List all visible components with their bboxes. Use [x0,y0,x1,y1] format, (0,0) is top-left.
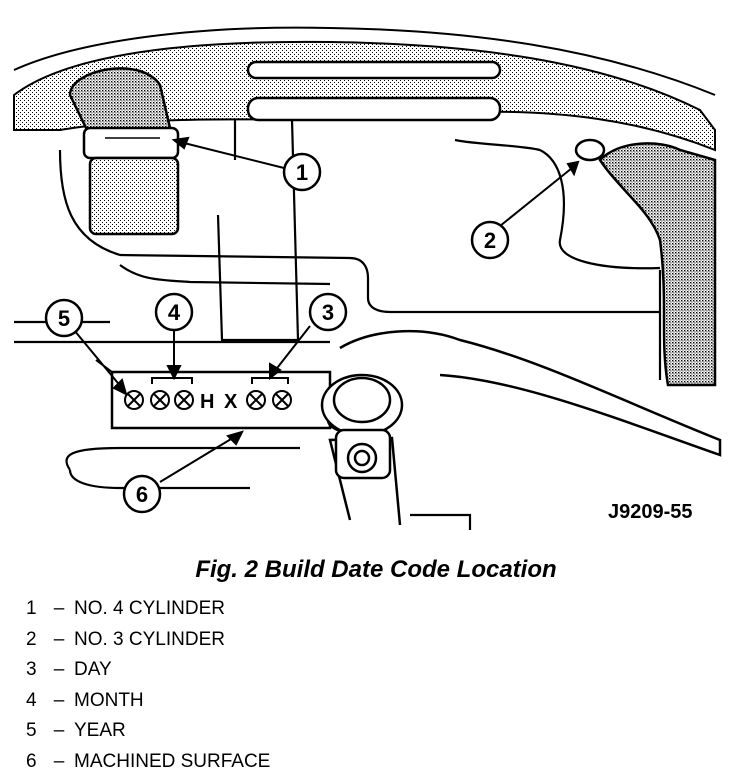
callout-1-number: 1 [296,160,308,185]
legend-number: 4 [26,690,44,712]
legend-dash: – [44,659,74,681]
cylinder-4-fitting [70,68,178,234]
cylinder-3-hose [576,140,715,385]
code-letter-x: X [224,391,238,413]
legend-item: 5–YEAR [26,716,270,747]
month-code-symbol-1 [151,391,169,409]
legend-dash: – [44,598,74,620]
month-code-symbol-2 [175,391,193,409]
legend-label: NO. 4 CYLINDER [74,598,225,620]
day-code-symbol-1 [247,391,265,409]
legend-dash: – [44,690,74,712]
legend-item: 4–MONTH [26,686,270,717]
engine-diagram: H X 1 2 [0,0,752,540]
legend-number: 3 [26,659,44,681]
code-letter-h: H [200,391,214,413]
legend-item: 1–NO. 4 CYLINDER [26,594,270,625]
callout-4-number: 4 [168,300,181,325]
callout-2-number: 2 [484,228,496,253]
legend-item: 3–DAY [26,655,270,686]
callout-6-number: 6 [136,482,148,507]
legend-label: DAY [74,659,112,681]
callout-3-number: 3 [322,300,334,325]
legend-label: MACHINED SURFACE [74,751,270,773]
legend-label: NO. 3 CYLINDER [74,629,225,651]
legend-dash: – [44,629,74,651]
legend-number: 2 [26,629,44,651]
legend-label: MONTH [74,690,144,712]
legend-number: 6 [26,751,44,773]
legend-label: YEAR [74,720,126,742]
day-code-symbol-2 [273,391,291,409]
callout-5-number: 5 [58,306,70,331]
legend-number: 1 [26,598,44,620]
legend-dash: – [44,751,74,773]
legend-number: 5 [26,720,44,742]
year-code-symbol [125,391,143,409]
legend-item: 2–NO. 3 CYLINDER [26,625,270,656]
callout-legend: 1–NO. 4 CYLINDER 2–NO. 3 CYLINDER 3–DAY … [26,594,270,777]
figure-id: J9209-55 [608,501,693,523]
legend-dash: – [44,720,74,742]
legend-item: 6–MACHINED SURFACE [26,747,270,777]
figure-caption: Fig. 2 Build Date Code Location [0,556,752,584]
